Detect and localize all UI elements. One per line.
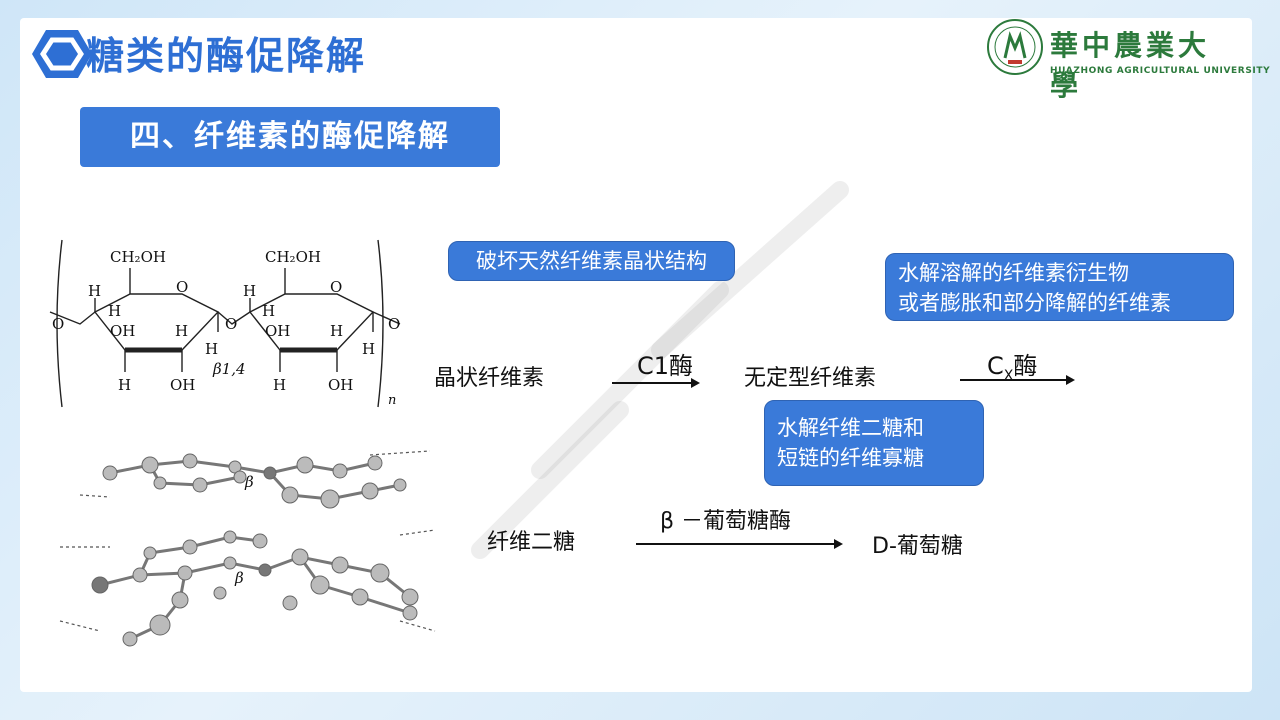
ring-oxygen-left: O (176, 278, 188, 296)
beta-glucosidase-arrow (636, 540, 843, 548)
h-label-2: H (108, 302, 121, 320)
beta-callout: 水解纤维二糖和 短链的纤维寡糖 (764, 400, 984, 486)
beta-callout-line1: 水解纤维二糖和 (777, 416, 924, 440)
ch2oh-right-label: CH₂OH (265, 248, 321, 266)
cellulose-structure-diagram: CH₂OH CH₂OH O O O O O H H OH H H H OH H … (49, 239, 400, 408)
h-label-10: H (273, 376, 286, 394)
logo-subtitle: HUAZHONG AGRICULTURAL UNIVERSITY (1050, 66, 1271, 76)
chain-oxygen: O (388, 315, 400, 333)
c1-callout: 破坏天然纤维素晶状结构 (448, 241, 735, 281)
c1-enzyme-label: C1酶 (637, 352, 694, 380)
cx-arrow (960, 376, 1075, 384)
beta-label-bottom: β (234, 569, 244, 587)
cx-callout-line1: 水解溶解的纤维素衍生物 (898, 261, 1129, 285)
university-seal-icon (987, 19, 1043, 75)
molecular-model-diagram: β β (59, 450, 436, 647)
h-label-3: H (175, 322, 188, 340)
h-label-5: H (118, 376, 131, 394)
beta-bond-label: β1,4 (212, 360, 246, 378)
oh-label-4: OH (328, 376, 353, 394)
beta-callout-line2: 短链的纤维寡糖 (777, 446, 924, 470)
oh-label-3: OH (265, 322, 290, 340)
cx-callout: 水解溶解的纤维素衍生物 或者膨胀和部分降解的纤维素 (885, 253, 1234, 321)
beta-glucosidase-label: β －葡萄糖酶 (660, 509, 792, 534)
watermark-graphic (471, 181, 849, 559)
crystal-cellulose-label: 晶状纤维素 (434, 366, 545, 391)
h-label-8: H (330, 322, 343, 340)
beta-label-top: β (244, 473, 254, 491)
ch2oh-left-label: CH₂OH (110, 248, 166, 266)
amorphous-cellulose-label: 无定型纤维素 (744, 366, 877, 391)
cx-enzyme-label: CX酶 (987, 352, 1038, 384)
c1-arrow (612, 379, 700, 387)
page-title: 糖类的酶促降解 (86, 34, 367, 78)
start-oxygen: O (52, 315, 64, 333)
h-label-9: H (362, 340, 375, 358)
hexagon-icon (32, 30, 92, 78)
repeat-n-label: n (388, 393, 396, 408)
cellobiose-label: 纤维二糖 (487, 530, 576, 555)
oh-label-2: OH (170, 376, 195, 394)
oh-label-1: OH (110, 322, 135, 340)
section-title: 四、纤维素的酶促降解 (80, 107, 500, 167)
h-label-7: H (262, 302, 275, 320)
glycosidic-oxygen: O (225, 315, 237, 333)
h-label-4: H (205, 340, 218, 358)
h-label-1: H (88, 282, 101, 300)
logo-name: 華中農業大學 (1050, 29, 1211, 102)
ring-oxygen-right: O (330, 278, 342, 296)
cx-callout-line2: 或者膨胀和部分降解的纤维素 (898, 291, 1171, 315)
university-logo: 華中農業大學 HUAZHONG AGRICULTURAL UNIVERSITY (986, 18, 1270, 102)
c1-callout-text: 破坏天然纤维素晶状结构 (476, 249, 707, 273)
h-label-6: H (243, 282, 256, 300)
d-glucose-label: D-葡萄糖 (872, 534, 963, 559)
